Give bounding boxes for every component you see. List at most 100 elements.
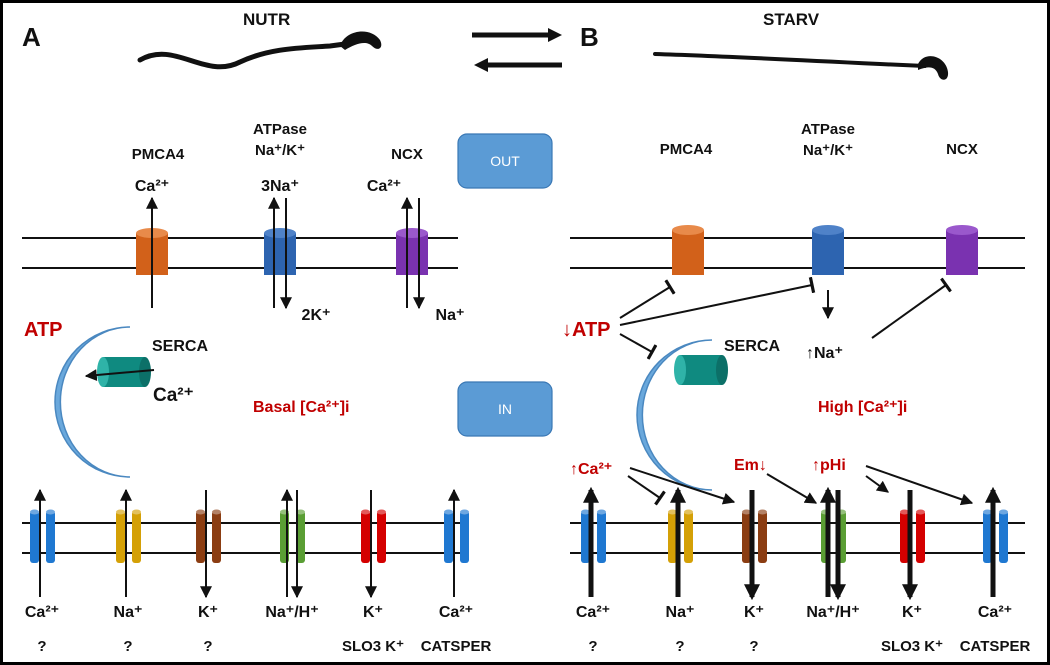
b-channel-1-name: ? xyxy=(588,638,597,655)
a-channel-2-name: ? xyxy=(123,638,132,655)
b-channel-2-ion: Na⁺ xyxy=(666,604,695,621)
b-channel-5-name: SLO3 K⁺ xyxy=(881,638,943,655)
b-pmca-pump xyxy=(672,225,704,275)
b-channel-cap xyxy=(581,509,590,515)
a-channel-cap xyxy=(361,509,370,515)
b-na-inhibits-ncx xyxy=(871,277,952,339)
a-acr-label: ACR xyxy=(73,399,99,413)
b-channel-4-ion: Na⁺/H⁺ xyxy=(806,604,859,621)
b-serca-label: SERCA xyxy=(724,338,780,355)
in-label: IN xyxy=(498,401,512,417)
b-channel-cap xyxy=(597,509,606,515)
a-atpase-subunit-label: Na⁺/K⁺ xyxy=(255,142,305,159)
out-box xyxy=(457,133,553,189)
a-channel-cap xyxy=(377,509,386,515)
a-channel-cap xyxy=(460,509,469,515)
a-channel-6: Ca²⁺CATSPER xyxy=(421,488,491,655)
a-channel-subunit xyxy=(116,511,125,563)
b-atp-inhibits-serca xyxy=(619,333,658,360)
a-ncx-pump xyxy=(396,228,428,275)
b-channel-6: Ca²⁺ CATSPER xyxy=(960,486,1031,655)
out-label: OUT xyxy=(490,153,520,169)
a-channel-subunit xyxy=(296,511,305,563)
a-channel-subunit xyxy=(377,511,386,563)
b-channel-subunit xyxy=(900,511,909,563)
b-channel-row: Ca²⁺?Na⁺?K⁺?Na⁺/H⁺K⁺SLO3 K⁺Ca²⁺CATSPER xyxy=(576,486,1031,655)
b-channel-6-name: CATSPER xyxy=(960,638,1031,655)
a-channel-4: Na⁺/H⁺ xyxy=(265,488,319,621)
b-channel-6-ion: Ca²⁺ xyxy=(978,604,1012,621)
a-atpase-pump xyxy=(264,228,296,275)
a-channel-2: Na⁺? xyxy=(114,488,143,655)
a-channel-5: K⁺SLO3 K⁺ xyxy=(342,490,404,655)
b-serca-pump xyxy=(674,355,728,385)
a-channel-cap xyxy=(116,509,125,515)
b-ca-inhibits-na-channel xyxy=(627,475,666,506)
a-channel-6-ion: Ca²⁺ xyxy=(439,604,473,621)
b-channel-cap xyxy=(742,509,751,515)
b-channel-subunit xyxy=(758,511,767,563)
a-channel-cap xyxy=(30,509,39,515)
b-channel-subunit xyxy=(581,511,590,563)
a-channel-subunit xyxy=(46,511,55,563)
a-channel-2-ion: Na⁺ xyxy=(114,604,143,621)
a-channel-1-ion: Ca²⁺ xyxy=(25,604,59,621)
a-serca-label: SERCA xyxy=(152,338,208,355)
b-channel-subunit xyxy=(999,511,1008,563)
a-serca-uptake-arrow xyxy=(84,369,155,382)
a-channel-5-ion: K⁺ xyxy=(363,604,383,621)
b-channel-cap xyxy=(668,509,677,515)
b-channel-5-ion: K⁺ xyxy=(902,604,922,621)
a-channel-cap xyxy=(132,509,141,515)
b-atp-inhibits-atpase xyxy=(619,276,816,326)
a-channel-subunit xyxy=(196,511,205,563)
b-state-label: High [Ca²⁺]i xyxy=(818,399,907,416)
a-ncx-label: NCX xyxy=(391,146,423,163)
a-channel-1: Ca²⁺? xyxy=(25,488,59,655)
a-channel-subunit xyxy=(460,511,469,563)
a-serca-ion: Ca²⁺ xyxy=(153,385,194,406)
b-acrosome xyxy=(636,339,713,491)
a-channel-subunit xyxy=(30,511,39,563)
a-atpase-in-ion: 2K⁺ xyxy=(302,307,331,324)
b-na-rise-label: ↑Na⁺ xyxy=(806,345,843,362)
a-atpase-label: ATPase xyxy=(253,121,307,138)
a-channel-cap xyxy=(196,509,205,515)
b-em-activates-nhe xyxy=(766,473,818,504)
a-channel-4-ion: Na⁺/H⁺ xyxy=(265,604,318,621)
b-atp-inhibits-pmca xyxy=(619,279,676,319)
b-phi-rise-label: ↑pHi xyxy=(812,457,846,474)
a-ncx-out-ion: Ca²⁺ xyxy=(367,178,401,195)
b-channel-3: K⁺? xyxy=(742,490,767,655)
b-em-label: Em↓ xyxy=(734,457,767,474)
channel-membrane-b xyxy=(570,522,1025,554)
b-channel-1: Ca²⁺? xyxy=(576,486,610,655)
b-channel-3-ion: K⁺ xyxy=(744,604,764,621)
b-atpase-label: ATPase xyxy=(801,121,855,138)
sperm-nutr-icon xyxy=(137,31,382,70)
b-channel-subunit xyxy=(684,511,693,563)
panel-b-title: STARV xyxy=(763,10,820,29)
b-channel-subunit xyxy=(742,511,751,563)
a-channel-cap xyxy=(444,509,453,515)
a-channel-subunit xyxy=(361,511,370,563)
panel-a-title: NUTR xyxy=(243,10,290,29)
a-channel-3-ion: K⁺ xyxy=(198,604,218,621)
b-channel-5: K⁺ SLO3 K⁺ xyxy=(881,490,943,655)
channel-membrane-a xyxy=(22,522,460,554)
b-channel-subunit xyxy=(668,511,677,563)
b-channel-2-name: ? xyxy=(675,638,684,655)
sperm-starv-icon xyxy=(653,52,949,80)
b-atpase-pump xyxy=(812,225,844,275)
b-channel-cap xyxy=(758,509,767,515)
b-channel-cap xyxy=(983,509,992,515)
a-channel-cap xyxy=(212,509,221,515)
b-acr-label: ACR xyxy=(649,414,675,428)
b-channel-4: Na⁺/H⁺ xyxy=(806,486,860,621)
a-channel-row: Ca²⁺? Na⁺? K⁺? Na⁺/H⁺ K⁺SLO3 K⁺ Ca²⁺CATSPER xyxy=(25,488,491,655)
b-channel-3-name: ? xyxy=(749,638,758,655)
b-phi-activates-slo3 xyxy=(865,475,889,493)
b-ca-rise-label: ↑Ca²⁺ xyxy=(570,461,612,478)
